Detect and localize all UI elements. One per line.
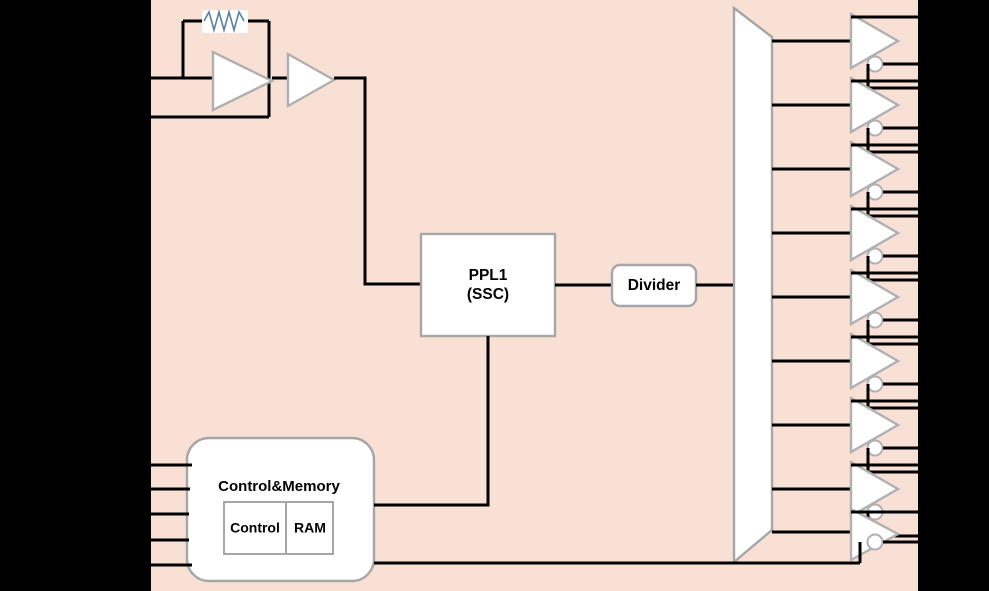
output-buffer-2[interactable] [772, 75, 918, 154]
control-input-pins [151, 463, 192, 567]
buffer-2-triangle-icon[interactable] [849, 75, 901, 135]
clock-distribution-bar[interactable] [732, 5, 774, 565]
feedback-resistor-icon [203, 9, 245, 33]
buffer-5-triangle-icon[interactable] [849, 267, 901, 327]
buffer-9-invert-bubble-icon [866, 533, 884, 551]
buffer-3-triangle-icon[interactable] [849, 139, 901, 199]
buffer-6-invert-bubble-icon [866, 375, 884, 393]
control-sub-block[interactable] [223, 501, 287, 555]
ram-sub-label: RAM [294, 520, 326, 536]
buffer-1-triangle-icon[interactable] [849, 11, 901, 71]
pll-label-line2: (SSC) [467, 286, 509, 303]
output-buffer-4[interactable] [772, 203, 918, 282]
oscillator-buffer-icon [286, 51, 337, 109]
pll-block[interactable]: PPL1 (SSC) [419, 232, 557, 338]
buffer-1-invert-bubble-icon [866, 55, 884, 73]
oscillator-section [151, 9, 421, 286]
buffer-7-invert-bubble-icon [866, 439, 884, 457]
output-buffer-9[interactable] [772, 507, 918, 563]
osc-to-pll-wire [334, 76, 421, 286]
buffer-4-triangle-icon[interactable] [849, 203, 901, 263]
buffer-7-triangle-icon[interactable] [849, 395, 901, 455]
ram-sub-block[interactable] [285, 501, 334, 555]
control-sub-label: Control [230, 520, 280, 536]
output-buffer-1[interactable] [772, 11, 918, 90]
buffer-4-invert-bubble-icon [866, 247, 884, 265]
buffer-8-triangle-icon[interactable] [849, 459, 901, 519]
buffer-2-invert-bubble-icon [866, 119, 884, 137]
pll-label-line1: PPL1 [469, 267, 508, 284]
buffer-3-invert-bubble-icon [866, 183, 884, 201]
divider-label: Divider [628, 277, 681, 294]
buffer-5-invert-bubble-icon [866, 311, 884, 329]
oscillator-inverter-icon [211, 50, 275, 112]
divider-block[interactable]: Divider [610, 263, 698, 308]
output-buffer-6[interactable] [772, 331, 918, 410]
control-memory-block[interactable]: Control&Memory Control RAM [185, 436, 376, 583]
control-to-pll-wire [374, 336, 490, 507]
buffer-6-triangle-icon[interactable] [849, 331, 901, 391]
output-buffer-3[interactable] [772, 139, 918, 218]
control-memory-label: Control&Memory [218, 478, 340, 495]
pll-block-rect[interactable] [419, 232, 557, 338]
